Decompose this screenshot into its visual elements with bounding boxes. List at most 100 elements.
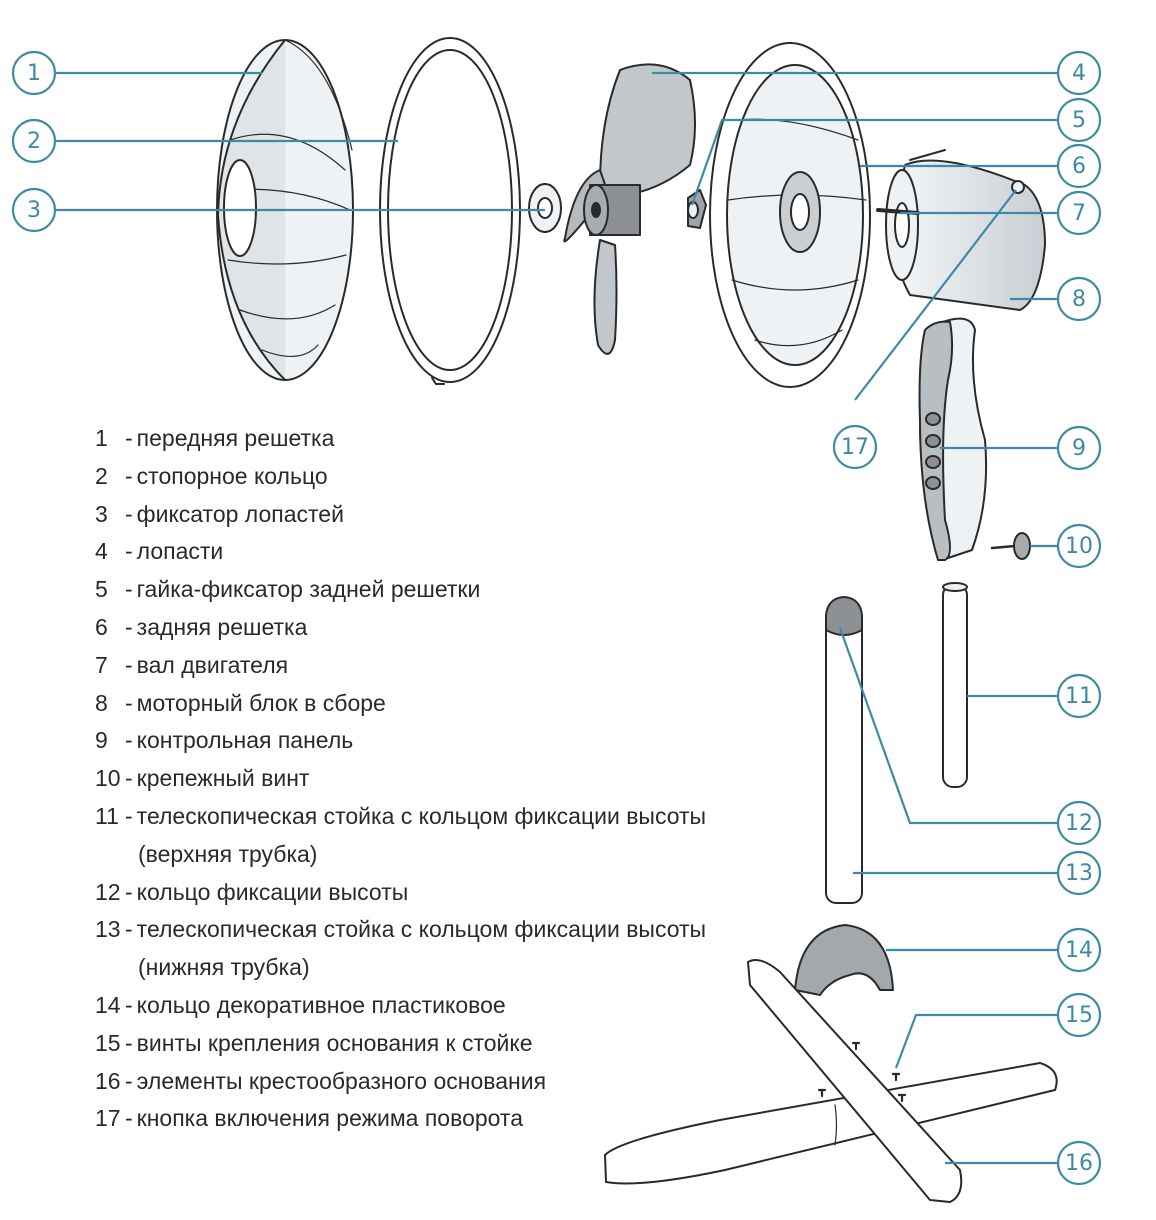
rear-grille xyxy=(709,42,871,388)
callout-11-label: 11 xyxy=(1065,684,1093,709)
callout-15-label: 15 xyxy=(1065,1003,1093,1028)
callout-2: 2 xyxy=(11,118,57,164)
callout-13: 13 xyxy=(1056,850,1102,896)
leader-lines xyxy=(56,71,1057,1165)
legend-item-5: 5-гайка-фиксатор задней решетки xyxy=(95,571,706,609)
legend-number: 15 xyxy=(95,1029,121,1056)
legend-text: передняя решетка xyxy=(136,425,335,451)
legend-text: винты крепления основания к стойке xyxy=(136,1029,533,1056)
legend-number: 4 xyxy=(95,538,108,565)
callout-12: 12 xyxy=(1056,800,1102,846)
callout-13-label: 13 xyxy=(1065,861,1093,886)
callout-7: 7 xyxy=(1056,190,1102,236)
parts-legend: 1-передняя решетка 2-стопорное кольцо 3-… xyxy=(95,420,706,1138)
legend-text: гайка-фиксатор задней решетки xyxy=(136,576,481,603)
legend-text: кнопка включения режима поворота xyxy=(136,1105,523,1132)
callout-5: 5 xyxy=(1056,97,1102,143)
legend-number: 13 xyxy=(95,916,121,943)
callout-4-label: 4 xyxy=(1072,61,1086,86)
callout-12-label: 12 xyxy=(1065,811,1093,836)
callout-8-label: 8 xyxy=(1072,287,1086,312)
callout-17-label: 17 xyxy=(841,435,869,460)
cross-base xyxy=(604,959,1058,1203)
legend-item-16: 16-элементы крестообразного основания xyxy=(95,1063,706,1101)
legend-text: телескопическая стойка с кольцом фиксаци… xyxy=(136,916,707,943)
legend-item-8: 8-моторный блок в сборе xyxy=(95,685,706,723)
callout-3: 3 xyxy=(11,187,57,233)
legend-text: задняя решетка xyxy=(136,613,308,640)
mounting-screw xyxy=(990,532,1031,560)
blade-fixer xyxy=(528,183,562,233)
legend-item-9: 9-контрольная панель xyxy=(95,722,706,760)
callout-4: 4 xyxy=(1056,50,1102,96)
callout-9: 9 xyxy=(1056,425,1102,471)
callout-8: 8 xyxy=(1056,276,1102,322)
legend-item-2: 2-стопорное кольцо xyxy=(95,458,706,496)
legend-item-10: 10-крепежный винт xyxy=(95,760,706,798)
callout-14-label: 14 xyxy=(1065,938,1093,963)
callout-15: 15 xyxy=(1056,992,1102,1038)
legend-text: контрольная панель xyxy=(136,727,354,754)
legend-item-4: 4-лопасти xyxy=(95,533,706,571)
legend-text: кольцо фиксации высоты xyxy=(136,878,409,905)
decorative-ring xyxy=(794,924,894,996)
legend-number: 12 xyxy=(95,878,121,905)
control-panel-body xyxy=(918,317,988,561)
legend-text: вал двигателя xyxy=(136,651,289,678)
legend-text: кольцо декоративное пластиковое xyxy=(136,991,506,1018)
legend-text: телескопическая стойка с кольцом фиксаци… xyxy=(136,802,707,829)
legend-item-3: 3-фиксатор лопастей xyxy=(95,496,706,534)
lower-tube xyxy=(825,596,863,904)
callout-7-label: 7 xyxy=(1072,201,1086,226)
callout-10-label: 10 xyxy=(1065,534,1093,559)
callout-1-label: 1 xyxy=(27,61,41,86)
legend-number: 5 xyxy=(95,576,108,603)
legend-number: 9 xyxy=(95,727,108,754)
legend-text-continued: (нижняя трубка) xyxy=(138,954,310,981)
legend-number: 6 xyxy=(95,613,108,640)
fan-blades xyxy=(563,63,696,355)
legend-text: фиксатор лопастей xyxy=(136,500,344,527)
callout-16: 16 xyxy=(1056,1140,1102,1186)
callout-10: 10 xyxy=(1056,523,1102,569)
legend-number: 7 xyxy=(95,651,108,678)
legend-number: 3 xyxy=(95,500,108,527)
callout-11: 11 xyxy=(1056,673,1102,719)
legend-number: 8 xyxy=(95,689,108,716)
legend-text: крепежный винт xyxy=(136,765,310,792)
legend-item-11-cont: (верхняя трубка) xyxy=(95,836,706,874)
legend-number: 10 xyxy=(95,765,121,792)
upper-tube xyxy=(942,582,968,788)
callout-6: 6 xyxy=(1056,143,1102,189)
legend-number: 16 xyxy=(95,1067,121,1094)
legend-item-6: 6-задняя решетка xyxy=(95,609,706,647)
legend-item-13-cont: (нижняя трубка) xyxy=(95,949,706,987)
legend-item-14: 14-кольцо декоративное пластиковое xyxy=(95,987,706,1025)
legend-number: 2 xyxy=(95,462,108,489)
legend-text-continued: (верхняя трубка) xyxy=(138,840,318,867)
legend-text: стопорное кольцо xyxy=(136,462,328,489)
callout-1: 1 xyxy=(11,50,57,96)
legend-item-15: 15-винты крепления основания к стойке xyxy=(95,1025,706,1063)
legend-number: 14 xyxy=(95,991,121,1018)
legend-item-13: 13-телескопическая стойка с кольцом фикс… xyxy=(95,911,706,949)
legend-text: моторный блок в сборе xyxy=(136,689,386,716)
callout-5-label: 5 xyxy=(1072,108,1086,133)
legend-item-17: 17-кнопка включения режима поворота xyxy=(95,1100,706,1138)
legend-item-11: 11-телескопическая стойка с кольцом фикс… xyxy=(95,798,706,836)
legend-text: элементы крестообразного основания xyxy=(136,1067,547,1094)
callout-14: 14 xyxy=(1056,927,1102,973)
callout-2-label: 2 xyxy=(27,129,41,154)
legend-number: 17 xyxy=(95,1105,121,1132)
callout-17: 17 xyxy=(832,424,878,470)
callout-3-label: 3 xyxy=(27,198,41,223)
callout-16-label: 16 xyxy=(1065,1151,1093,1176)
rear-grille-nut xyxy=(687,189,707,229)
callout-9-label: 9 xyxy=(1072,436,1086,461)
legend-item-1: 1-передняя решетка xyxy=(95,420,706,458)
legend-item-7: 7-вал двигателя xyxy=(95,647,706,685)
legend-text: лопасти xyxy=(136,538,224,565)
legend-item-12: 12-кольцо фиксации высоты xyxy=(95,874,706,912)
